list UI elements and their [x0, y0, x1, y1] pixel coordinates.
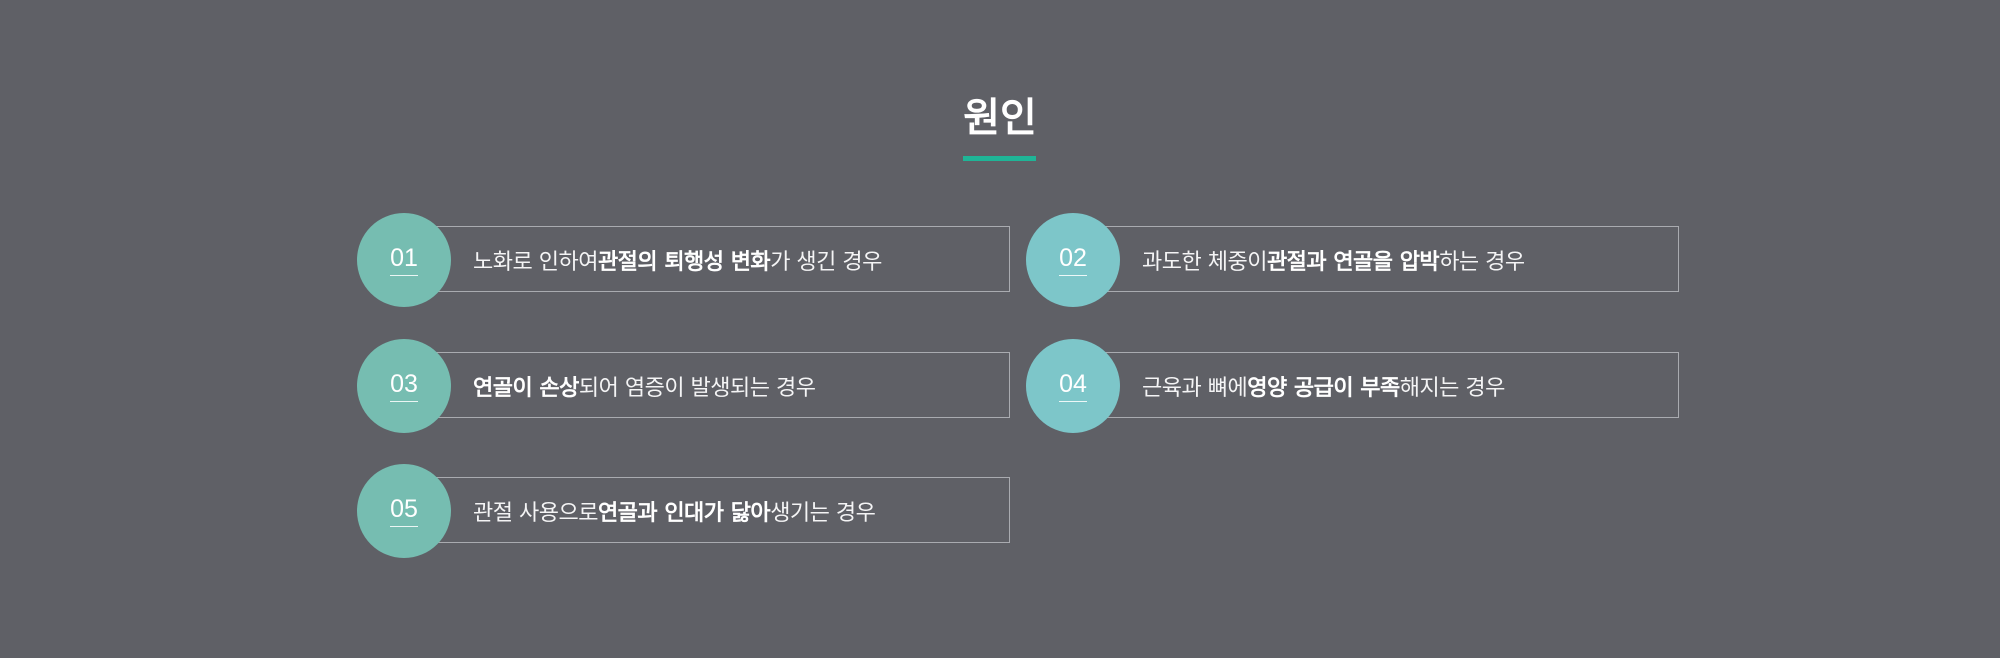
cause-text-suffix: 되어 염증이 발생되는 경우 [578, 376, 816, 401]
cause-text-suffix: 생기는 경우 [770, 501, 876, 526]
page-title: 원인 [963, 95, 1037, 141]
cause-item-05: 05 관절 사용으로 연골과 인대가 닳아 생기는 경우 [357, 464, 1010, 558]
title-underline [963, 156, 1036, 161]
number-badge: 02 [1026, 213, 1120, 307]
cause-number: 04 [1059, 370, 1087, 402]
cause-text-prefix: 근육과 뼈에 [1142, 376, 1248, 401]
cause-text-emphasis: 영양 공급이 부족 [1247, 376, 1400, 401]
cause-text: 관절 사용으로 연골과 인대가 닳아 생기는 경우 [473, 464, 876, 558]
cause-number: 02 [1059, 244, 1087, 276]
cause-text-prefix: 관절 사용으로 [473, 501, 598, 526]
cause-text-emphasis: 관절의 퇴행성 변화 [597, 250, 771, 275]
cause-number: 03 [390, 370, 418, 402]
cause-text-prefix: 과도한 체중이 [1142, 250, 1267, 275]
cause-text-suffix: 가 생긴 경우 [770, 250, 882, 275]
cause-number: 01 [390, 244, 418, 276]
number-badge: 04 [1026, 339, 1120, 433]
cause-text-suffix: 하는 경우 [1439, 250, 1525, 275]
cause-text-prefix: 노화로 인하여 [473, 250, 598, 275]
number-badge: 03 [357, 339, 451, 433]
cause-text-suffix: 해지는 경우 [1399, 376, 1506, 401]
number-badge: 01 [357, 213, 451, 307]
cause-number: 05 [390, 495, 418, 527]
section-heading: 원인 [0, 92, 2000, 144]
cause-text-emphasis: 연골과 인대가 닳아 [597, 501, 771, 526]
cause-text-emphasis: 관절과 연골을 압박 [1266, 250, 1440, 275]
number-badge: 05 [357, 464, 451, 558]
cause-text-emphasis: 연골이 손상 [473, 376, 579, 401]
